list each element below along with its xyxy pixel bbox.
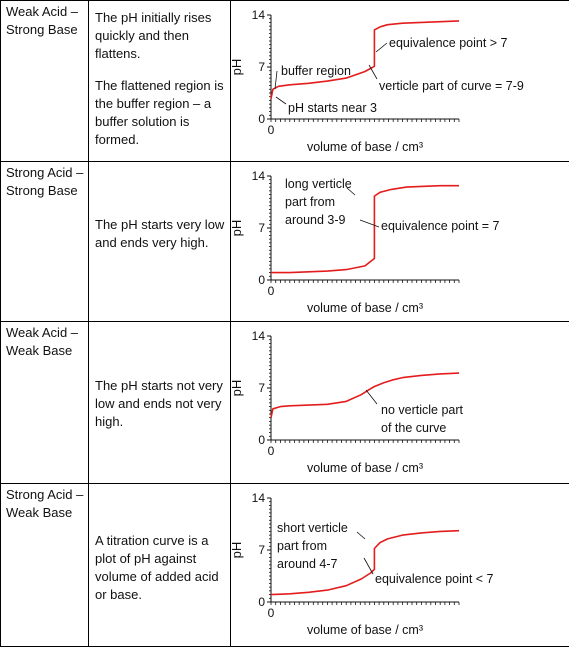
description-cell: A titration curve is a plot of pH agains… <box>89 484 231 647</box>
x-tick-label: 0 <box>268 284 275 298</box>
description-text: A titration curve is a plot of pH agains… <box>95 532 226 604</box>
description-cell: The pH initially rises quickly and then … <box>89 1 231 162</box>
annotation-leader <box>364 558 373 574</box>
chart-cell: 0 7 14 0 pH volume of base / cm³ no verticle … <box>231 322 569 484</box>
description: The pH starts not very low and ends not … <box>89 377 230 445</box>
y-axis-label: pH <box>231 59 244 76</box>
description-text: The pH starts not very low and ends not … <box>95 377 226 431</box>
annotation-leader <box>276 97 286 104</box>
y-tick-label: 14 <box>252 169 266 183</box>
curve-name: Strong Acid – Weak Base <box>1 484 88 522</box>
annotation-label: buffer region <box>281 64 351 78</box>
y-tick-label: 14 <box>252 8 266 22</box>
x-axis-label: volume of base / cm³ <box>307 140 423 154</box>
y-tick-label: 7 <box>258 381 265 395</box>
y-tick-label: 0 <box>258 595 265 609</box>
curve-name-cell: Weak Acid – Weak Base <box>1 322 89 484</box>
y-tick-label: 14 <box>252 329 266 343</box>
description: The pH starts very low and ends very hig… <box>89 216 230 266</box>
table-row: Weak Acid – Weak Base The pH starts not … <box>1 322 569 484</box>
description-text: The pH starts very low and ends very hig… <box>95 216 226 252</box>
y-tick-label: 14 <box>252 491 266 505</box>
y-axis-label: pH <box>231 380 244 397</box>
curve-name: Weak Acid – Strong Base <box>1 1 88 39</box>
annotation-label: equivalence point = 7 <box>381 219 500 233</box>
chart-cell: 0 7 14 0 pH volume of base / cm³ short vertic… <box>231 484 569 647</box>
annotation-label: equivalence point < 7 <box>375 572 494 586</box>
x-axis-label: volume of base / cm³ <box>307 301 423 315</box>
annotation-label: pH starts near 3 <box>288 101 377 115</box>
table-row: Weak Acid – Strong Base The pH initially… <box>1 1 569 162</box>
table-row: Strong Acid – Strong Base The pH starts … <box>1 162 569 322</box>
description: A titration curve is a plot of pH agains… <box>89 532 230 618</box>
titration-chart: 0 7 14 0 pH volume of base / cm³ short vertic… <box>231 484 569 646</box>
titration-chart: 0 7 14 0 pH volume of base / cm³ buffer regio… <box>231 1 569 161</box>
annotation-leader <box>360 220 379 227</box>
table-row: Strong Acid – Weak Base A titration curv… <box>1 484 569 647</box>
description-cell: The pH starts not very low and ends not … <box>89 322 231 484</box>
annotation-label: verticle part of curve = 7-9 <box>379 79 524 93</box>
titration-chart: 0 7 14 0 pH volume of base / cm³ long verticl… <box>231 162 569 321</box>
description-text: The pH initially rises quickly and then … <box>95 9 226 63</box>
annotation-leader <box>275 71 277 89</box>
curve-name: Strong Acid – Strong Base <box>1 162 88 200</box>
chart-cell: 0 7 14 0 pH volume of base / cm³ buffer regio… <box>231 1 569 162</box>
chart-cell: 0 7 14 0 pH volume of base / cm³ long verticl… <box>231 162 569 322</box>
titration-chart: 0 7 14 0 pH volume of base / cm³ no verticle … <box>231 322 569 483</box>
annotation-leader <box>376 43 387 52</box>
y-tick-label: 7 <box>258 543 265 557</box>
curve-name-cell: Weak Acid – Strong Base <box>1 1 89 162</box>
y-tick-label: 7 <box>258 221 265 235</box>
description-cell: The pH starts very low and ends very hig… <box>89 162 231 322</box>
annotation-leader <box>366 390 377 404</box>
curve-name-cell: Strong Acid – Strong Base <box>1 162 89 322</box>
curve-name: Weak Acid – Weak Base <box>1 322 88 360</box>
y-axis-label: pH <box>231 220 244 237</box>
y-tick-label: 0 <box>258 112 265 126</box>
annotation-leader <box>357 532 365 539</box>
description-text: The flattened region is the buffer regio… <box>95 77 226 149</box>
y-tick-label: 7 <box>258 60 265 74</box>
x-axis-label: volume of base / cm³ <box>307 461 423 475</box>
y-axis-label: pH <box>231 542 244 559</box>
y-tick-label: 0 <box>258 273 265 287</box>
x-tick-label: 0 <box>268 123 275 137</box>
curve-name-cell: Strong Acid – Weak Base <box>1 484 89 647</box>
description: The pH initially rises quickly and then … <box>89 9 230 163</box>
y-tick-label: 0 <box>258 433 265 447</box>
x-tick-label: 0 <box>268 606 275 620</box>
x-axis-label: volume of base / cm³ <box>307 623 423 637</box>
x-tick-label: 0 <box>268 444 275 458</box>
annotation-label: equivalence point > 7 <box>389 36 508 50</box>
